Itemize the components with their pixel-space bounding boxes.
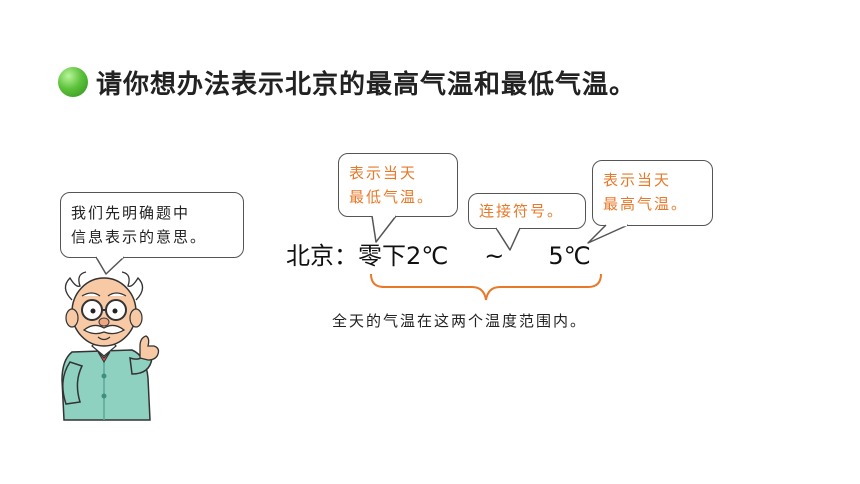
range-caption: 全天的气温在这两个温度范围内。 <box>332 312 588 330</box>
heading-row: 请你想办法表示北京的最高气温和最低气温。 <box>58 62 636 102</box>
teacher-character-illustration <box>61 271 160 421</box>
callout-low-temperature: 表示当天 最低气温。 <box>338 153 458 217</box>
callout-connector-text: 连接符号。 <box>479 202 565 220</box>
range-connector: ~ <box>484 242 505 270</box>
callout-high-line-2: 最高气温。 <box>603 195 689 213</box>
high-temperature: 5℃ <box>548 242 591 270</box>
callout-low-line-2: 最低气温。 <box>349 188 435 206</box>
teacher-speech-bubble: 我们先明确题中 信息表示的意思。 <box>60 192 244 258</box>
teacher-bubble-line-1: 我们先明确题中 <box>71 204 191 222</box>
teacher-bubble-tail <box>95 255 125 275</box>
callout-high-line-1: 表示当天 <box>603 171 672 189</box>
temperature-expression: 北京：零下2℃ ~5℃ <box>286 238 591 274</box>
callout-high-temperature: 表示当天 最高气温。 <box>592 160 713 226</box>
page-title: 请你想办法表示北京的最高气温和最低气温。 <box>96 69 637 100</box>
range-brace <box>370 273 602 301</box>
teacher-bubble-line-2: 信息表示的意思。 <box>71 228 208 246</box>
low-temperature: 零下2℃ <box>358 242 449 270</box>
city-label: 北京： <box>286 242 358 270</box>
callout-low-line-1: 表示当天 <box>349 164 418 182</box>
green-ball-icon <box>58 67 88 97</box>
callout-connector-symbol: 连接符号。 <box>468 193 586 229</box>
callout-high-tail <box>587 223 629 244</box>
